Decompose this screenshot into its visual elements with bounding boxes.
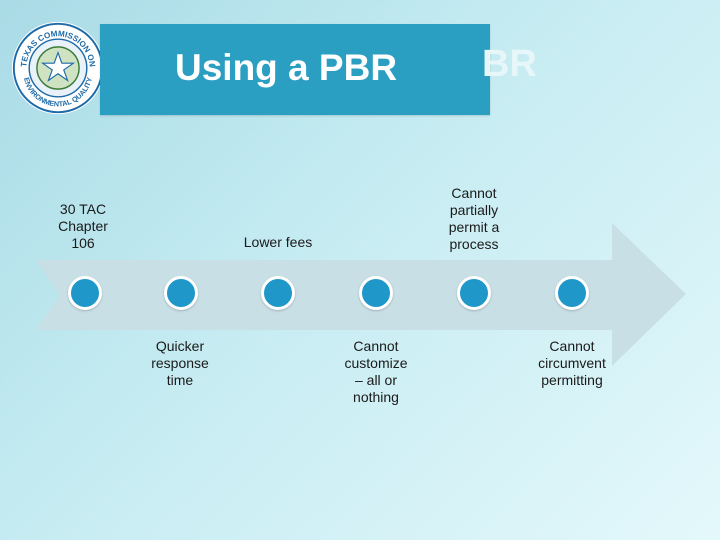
timeline-node: [555, 276, 589, 310]
timeline-node: [457, 276, 491, 310]
timeline-node: [164, 276, 198, 310]
tceq-seal-logo: TEXAS COMMISSION ON ENVIRONMENTAL QUALIT…: [11, 21, 105, 115]
timeline-node: [68, 276, 102, 310]
timeline-label-above: 30 TAC Chapter 106: [58, 201, 108, 251]
timeline-label-below: Cannot customize – all or nothing: [344, 338, 408, 405]
timeline-label-below: Quicker response time: [151, 338, 209, 388]
title-bar: [100, 24, 490, 115]
timeline-node: [261, 276, 295, 310]
timeline-label-above: Lower fees: [243, 234, 313, 250]
timeline-label-above: Cannot partially permit a process: [448, 185, 500, 252]
timeline-label-below: Cannot circumvent permitting: [538, 338, 606, 388]
timeline-node: [359, 276, 393, 310]
page-title: Using a PBR: [175, 47, 398, 88]
title-ghost-text: BR: [482, 43, 537, 85]
